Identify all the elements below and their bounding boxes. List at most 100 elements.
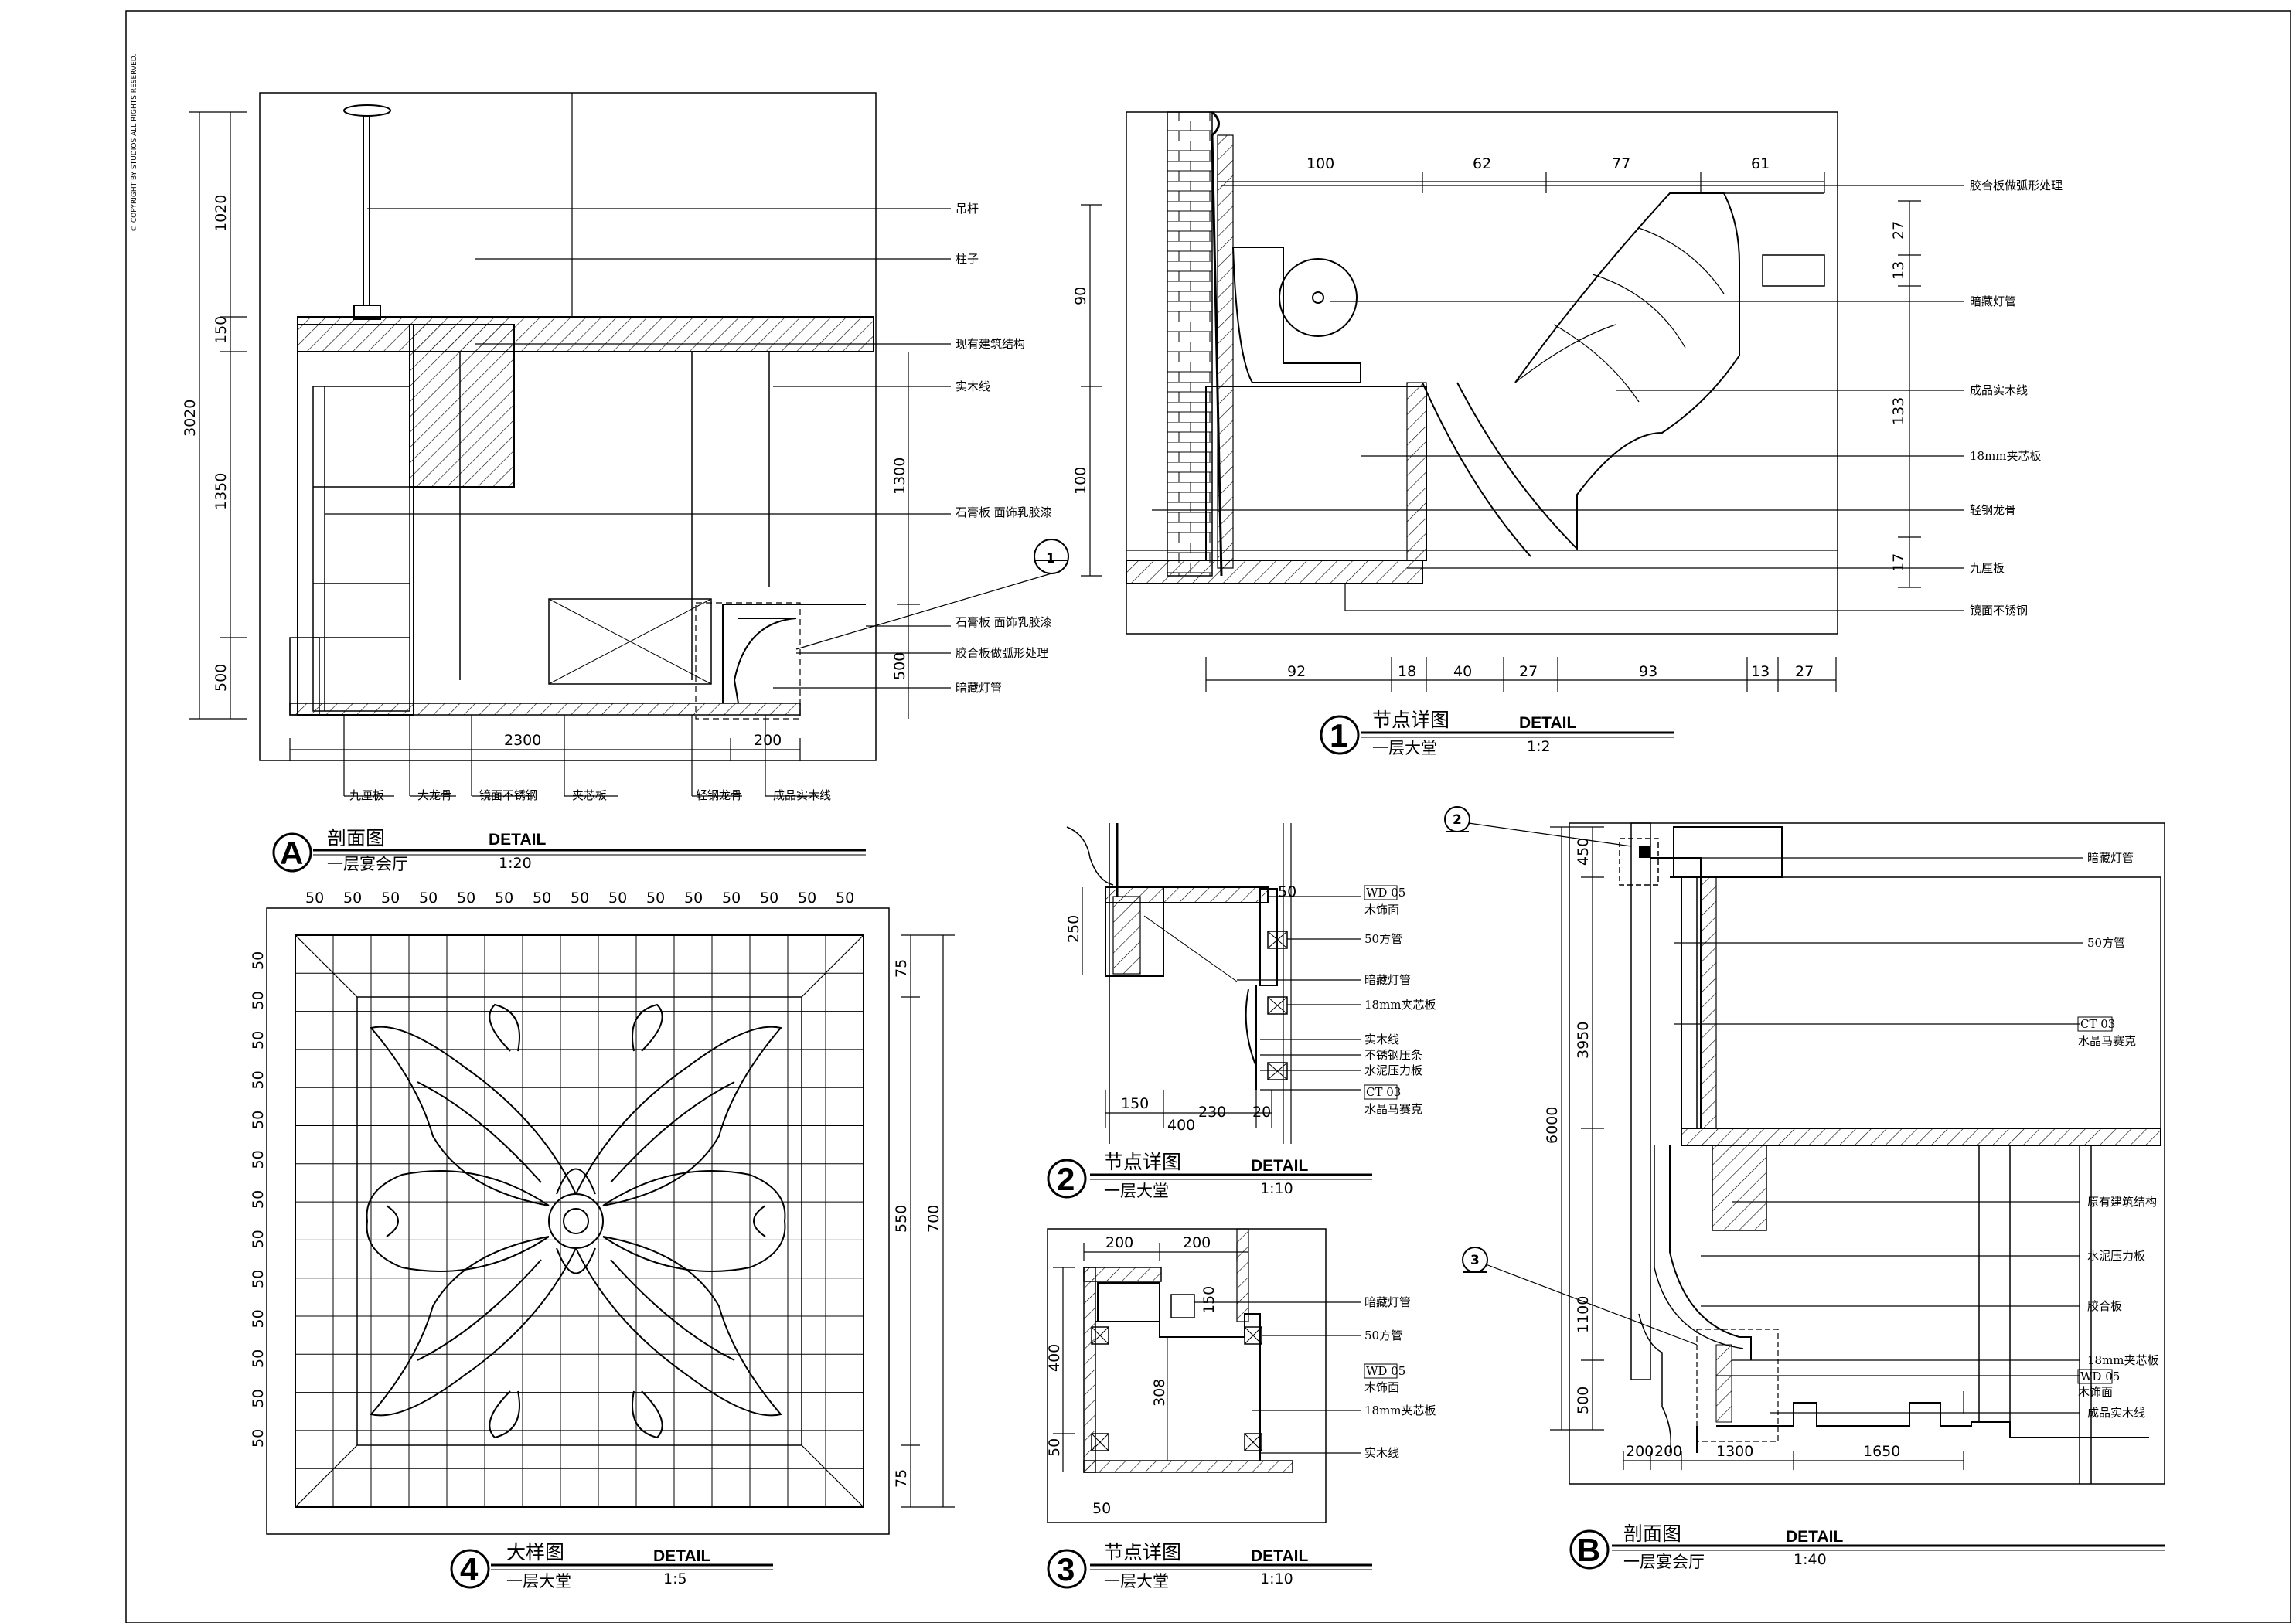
- label-2-6: 不锈钢压条: [1364, 1048, 1422, 1062]
- dim-b-l2: 3950: [1575, 1022, 1592, 1059]
- subtitle-a: 一层宴会厅: [327, 855, 408, 873]
- dim-4-left: 50: [250, 1309, 267, 1328]
- callout-b-2: 2: [1453, 812, 1462, 828]
- dim-4-top: 50: [457, 890, 475, 907]
- curved-molding: [1422, 192, 1740, 557]
- label-2-5: 实木线: [1364, 1033, 1399, 1046]
- marker-a-circle: [272, 832, 312, 873]
- label-2-9: 水晶马赛克: [1364, 1102, 1422, 1116]
- dim-4-top: 50: [798, 890, 816, 907]
- dim-1-l1: 100: [1072, 467, 1089, 495]
- marker-2-circle: [1047, 1159, 1087, 1199]
- label-a-7: 暗藏灯管: [956, 681, 1002, 695]
- marker-1: 1: [1330, 717, 1347, 754]
- label-a-2: 现有建筑结构: [956, 337, 1025, 351]
- label-1-5: 九厘板: [1970, 561, 2005, 575]
- subtitle-4: 一层大堂: [506, 1572, 571, 1591]
- label-b-1: 50方管: [2087, 936, 2125, 950]
- dim-4-top: 50: [343, 890, 362, 907]
- detail-2: DETAIL: [1251, 1157, 1308, 1175]
- dim-2-3: 20: [1252, 1104, 1271, 1121]
- leaf-ornament: [366, 1003, 786, 1439]
- label-b-5: 水泥压力板: [2087, 1249, 2145, 1263]
- dim-a-3020: 3020: [182, 400, 199, 437]
- view-2-detail: 250 150 230 20 400 50 WD 05 木饰面 50方管 暗藏灯…: [1047, 823, 1436, 1200]
- box-placeholder: [548, 598, 712, 685]
- marker-b-circle: [1569, 1529, 1610, 1570]
- label-b-9: 木饰面: [2078, 1385, 2113, 1399]
- label-b-7: 18mm夹芯板: [2087, 1353, 2159, 1367]
- marker-b: B: [1577, 1532, 1600, 1568]
- label-b-8: WD 05: [2080, 1370, 2120, 1383]
- label-a-b2: 镜面不锈钢: [479, 788, 537, 802]
- dim-2-5: 50: [1278, 883, 1296, 900]
- dim-3-1: 200: [1183, 1234, 1211, 1251]
- dim-3-4: 308: [1151, 1379, 1168, 1407]
- view-1-detail: 100 62 77 61 90 100 27 13 133 17 92 18 4…: [1072, 111, 2063, 757]
- label-a-b0: 九厘板: [349, 788, 384, 802]
- scale-3: 1:10: [1260, 1570, 1293, 1587]
- label-2-7: 水泥压力板: [1364, 1063, 1422, 1077]
- label-1-6: 镜面不锈钢: [1970, 604, 2028, 618]
- marker-3-circle: [1047, 1549, 1087, 1589]
- dim-3-2: 150: [1201, 1286, 1218, 1314]
- detail-a: DETAIL: [489, 831, 546, 849]
- dim-1-b6: 27: [1795, 663, 1814, 680]
- dim-a-1300: 1300: [891, 458, 908, 495]
- dim-4-top: 50: [495, 890, 513, 907]
- title-3: 节点详图: [1104, 1541, 1181, 1563]
- label-b-2: CT 03: [2080, 1017, 2115, 1031]
- copyright-text: © COPYRIGHT BY STUDIOS ALL RIGHTS RESERV…: [131, 53, 138, 232]
- label-a-b5: 成品实木线: [773, 788, 831, 802]
- label-a-3: 实木线: [956, 379, 990, 393]
- label-a-4: 石膏板 面饰乳胶漆: [956, 505, 1052, 519]
- dim-4-r1: 550: [893, 1205, 910, 1233]
- dim-2-2: 230: [1198, 1104, 1226, 1121]
- dim-4-left: 50: [250, 951, 267, 970]
- dim-4-r0: 75: [893, 959, 910, 978]
- marker-a: A: [280, 835, 303, 871]
- dim-a-500: 500: [213, 664, 230, 692]
- dim-1-b0: 92: [1287, 663, 1306, 680]
- subtitle-1: 一层大堂: [1372, 739, 1437, 757]
- dim-a-2300: 2300: [504, 732, 541, 749]
- label-b-10: 成品实木线: [2087, 1406, 2145, 1420]
- marker-4: 4: [460, 1551, 479, 1587]
- dim-4-top: 50: [419, 890, 438, 907]
- dim-a-200: 200: [754, 732, 782, 749]
- label-b-4: 原有建筑结构: [2087, 1195, 2157, 1209]
- dim-1-t3: 61: [1751, 155, 1770, 172]
- view-4-frame: [266, 907, 890, 1535]
- subtitle-b: 一层宴会厅: [1623, 1553, 1705, 1571]
- dim-4-left: 50: [250, 1031, 267, 1050]
- dim-4-left: 50: [250, 1389, 267, 1407]
- lamp-tube: [1279, 258, 1358, 337]
- dim-3-5: 50: [1046, 1438, 1063, 1457]
- dim-1-r1: 13: [1890, 261, 1907, 280]
- base-board: [1126, 560, 1423, 584]
- view-b-frame: [1569, 822, 2165, 1485]
- label-b-6: 胶合板: [2087, 1299, 2122, 1313]
- dim-4-left: 50: [250, 1070, 267, 1089]
- dim-4-r2: 75: [893, 1469, 910, 1488]
- label-a-5: 石膏板 面饰乳胶漆: [956, 615, 1052, 629]
- title-4: 大样图: [506, 1541, 564, 1563]
- dim-2-0: 250: [1065, 915, 1082, 943]
- marker-3: 3: [1057, 1551, 1075, 1587]
- dim-1-r0: 27: [1890, 221, 1907, 240]
- label-1-1: 暗藏灯管: [1970, 294, 2016, 308]
- dim-1-t2: 77: [1612, 155, 1630, 172]
- title-1: 节点详图: [1372, 709, 1449, 731]
- dim-4-top: 50: [684, 890, 703, 907]
- label-3-3: 木饰面: [1364, 1380, 1399, 1394]
- dim-b-l3: 1100: [1575, 1296, 1592, 1333]
- dim-1-t0: 100: [1306, 155, 1334, 172]
- view-a-section: 1 3020 1020 150 1350 500 1300 500 2300 2…: [182, 92, 1069, 873]
- label-a-b3: 夹芯板: [572, 788, 607, 802]
- label-1-2: 成品实木线: [1970, 383, 2028, 397]
- label-a-b1: 大龙骨: [417, 788, 452, 802]
- dim-b-b0: 200: [1626, 1443, 1654, 1460]
